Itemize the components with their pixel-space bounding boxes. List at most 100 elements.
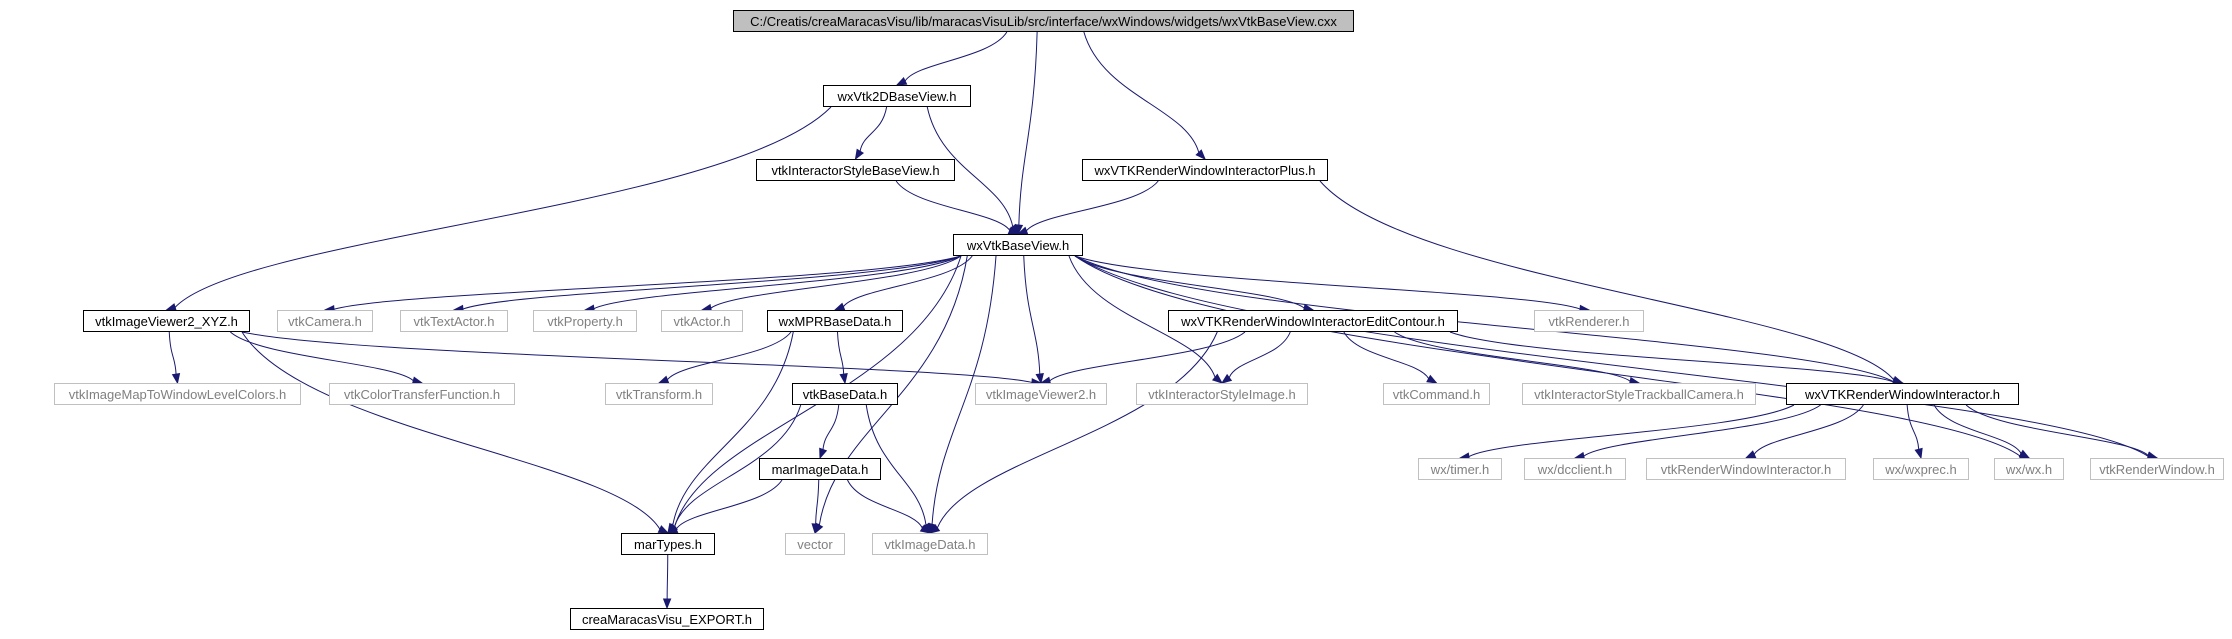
node-vtkimagemaptowindowlevelcolors-h: vtkImageMapToWindowLevelColors.h: [54, 383, 301, 405]
edge-mid-to-vec: [815, 479, 820, 525]
edge-rwip-to-rwi: [1319, 180, 1895, 381]
arrowhead-mid-to-mt: [666, 525, 679, 534]
arrowhead-rwi-to-vrwi: [1744, 450, 1757, 459]
node-wx-wx-h: wx/wx.h: [1994, 458, 2064, 480]
edge-mpr-to-mt: [672, 331, 794, 526]
arrowhead-rwiec-to-isi: [1220, 373, 1233, 384]
node-wxmprbasedata-h[interactable]: wxMPRBaseData.h: [767, 310, 903, 332]
edge-bd-to-id: [865, 404, 927, 526]
arrowhead-ivxyz-to-imtw: [171, 372, 181, 385]
edge-bv-to-prop: [593, 255, 962, 310]
arrowhead-mpr-to-bd: [839, 372, 848, 385]
edge-ivxyz-to-ctf: [230, 331, 414, 382]
edge-bv-to-wxh: [1074, 255, 2021, 457]
node-wx-wxprec-h: wx/wxprec.h: [1873, 458, 1969, 480]
edge-rwi-to-rw: [1965, 404, 2149, 456]
node-wxvtkrenderwindowinteractoreditcontour-h[interactable]: wxVTKRenderWindowInteractorEditContour.h: [1168, 310, 1458, 332]
edge-wx2d-to-bv: [926, 106, 1014, 227]
edge-ivxyz-to-mt: [241, 331, 661, 530]
arrowhead-root-to-wx2d: [895, 77, 908, 86]
arrowhead-rwiec-to-id: [928, 524, 941, 534]
arrowhead-bd-to-mid: [819, 447, 828, 460]
node-wxvtkrenderwindowinteractorplus-h[interactable]: wxVTKRenderWindowInteractorPlus.h: [1082, 159, 1328, 181]
edge-mid-to-id: [847, 479, 923, 529]
node-vtkimagedata-h: vtkImageData.h: [872, 533, 988, 555]
edge-bv-to-isi: [1068, 255, 1216, 378]
edge-root-to-rwip: [1083, 31, 1200, 153]
arrowhead-bv-to-isi: [1211, 373, 1224, 384]
node-vtkcolortransferfunction-h: vtkColorTransferFunction.h: [329, 383, 515, 405]
edge-mid-to-mt: [675, 479, 783, 530]
node-vtkcamera-h: vtkCamera.h: [277, 310, 373, 332]
edge-bv-to-iv2: [1023, 255, 1041, 375]
node-vtkbasedata-h[interactable]: vtkBaseData.h: [792, 383, 898, 405]
node-vtkproperty-h: vtkProperty.h: [533, 310, 637, 332]
edge-isbv-to-bv: [895, 180, 1011, 231]
edge-rwiec-to-istc: [1394, 331, 1631, 382]
edge-rwiec-to-isi: [1228, 331, 1291, 378]
node-wx-timer-h: wx/timer.h: [1418, 458, 1502, 480]
edge-rwi-to-dcc: [1583, 404, 1821, 457]
node-vtktextactor-h: vtkTextActor.h: [400, 310, 508, 332]
edge-rwi-to-wxp: [1906, 404, 1920, 450]
node-vtkcommand-h: vtkCommand.h: [1383, 383, 1490, 405]
edge-ivxyz-to-imtw: [168, 331, 177, 375]
node-creamaracasvisu-export-h[interactable]: creaMaracasVisu_EXPORT.h: [570, 608, 764, 630]
node-vtkinteractorstyleimage-h: vtkInteractorStyleImage.h: [1136, 383, 1308, 405]
arrowhead-wx2d-to-isbv: [854, 148, 865, 161]
edge-bv-to-rwi: [1074, 255, 1894, 383]
node-vtkimageviewer2-xyz-h[interactable]: vtkImageViewer2_XYZ.h: [83, 310, 250, 332]
edge-bd-to-mt: [673, 404, 802, 527]
node-root-file: C:/Creatis/creaMaracasVisu/lib/maracasVi…: [733, 10, 1354, 32]
edge-rwiec-to-iv2: [1049, 331, 1246, 382]
edge-wx2d-to-isbv: [859, 106, 888, 152]
arrowhead-rwi-to-wxh: [2018, 449, 2031, 459]
edge-bv-to-cam: [333, 255, 962, 310]
edge-root-to-bv: [1018, 31, 1038, 226]
arrowhead-root-to-rwip: [1195, 149, 1206, 160]
arrowhead-bv-to-iv2: [1035, 373, 1044, 385]
node-vtkinteractorstylebaseview-h[interactable]: vtkInteractorStyleBaseView.h: [756, 159, 955, 181]
edge-bv-to-rwiec: [1074, 255, 1305, 309]
edge-bv-to-ren: [1074, 255, 1581, 310]
edge-ivxyz-to-iv2: [241, 331, 1033, 383]
arrowhead-mid-to-id: [919, 524, 932, 534]
node-vtkrenderer-h: vtkRenderer.h: [1534, 310, 1644, 332]
arrowhead-rwiec-to-cmd: [1426, 374, 1438, 384]
arrowhead-isbv-to-bv: [1007, 226, 1020, 235]
edge-mt-to-exp: [666, 554, 669, 600]
arrowhead-mid-to-vec: [811, 523, 820, 535]
node-vector: vector: [785, 533, 845, 555]
edge-bv-to-mpr: [842, 255, 973, 308]
edge-rwi-to-timer: [1468, 404, 1795, 458]
edge-bv-to-vec: [818, 255, 968, 526]
node-wx-dcclient-h: wx/dcclient.h: [1524, 458, 1626, 480]
edge-mpr-to-tr: [666, 331, 792, 381]
edge-rwi-to-vrwi: [1753, 404, 1864, 455]
arrowhead-rwi-to-wxp: [1914, 447, 1923, 460]
arrowhead-bv-to-mpr: [833, 302, 846, 311]
node-wxvtk2dbaseview-h[interactable]: wxVtk2DBaseView.h: [823, 85, 971, 107]
node-wxvtkrenderwindowinteractor-h[interactable]: wxVTKRenderWindowInteractor.h: [1786, 383, 2019, 405]
edge-rwiec-to-rwi: [1449, 331, 1894, 383]
edge-bv-to-id: [931, 255, 997, 525]
node-vtkrenderwindow-h: vtkRenderWindow.h: [2090, 458, 2224, 480]
edge-mpr-to-bd: [837, 331, 845, 375]
edge-root-to-wx2d: [904, 31, 1008, 82]
node-vtktransform-h: vtkTransform.h: [605, 383, 713, 405]
node-marimagedata-h[interactable]: marImageData.h: [759, 458, 881, 480]
edge-rwiec-to-id: [936, 331, 1218, 529]
node-vtkrenderwindowinteractor-h: vtkRenderWindowInteractor.h: [1646, 458, 1846, 480]
edge-bv-to-act: [710, 255, 962, 309]
node-vtkimageviewer2-h: vtkImageViewer2.h: [975, 383, 1107, 405]
edge-wx2d-to-ivxyz: [174, 106, 832, 308]
node-martypes-h[interactable]: marTypes.h: [621, 533, 715, 555]
arrowhead-mt-to-exp: [662, 598, 672, 610]
edge-bv-to-mt: [674, 255, 962, 527]
node-wxvtkbaseview-h[interactable]: wxVtkBaseView.h: [953, 234, 1083, 256]
edge-bv-to-rw: [1074, 255, 2149, 457]
edge-bd-to-mid: [822, 404, 840, 450]
node-vtkactor-h: vtkActor.h: [661, 310, 743, 332]
